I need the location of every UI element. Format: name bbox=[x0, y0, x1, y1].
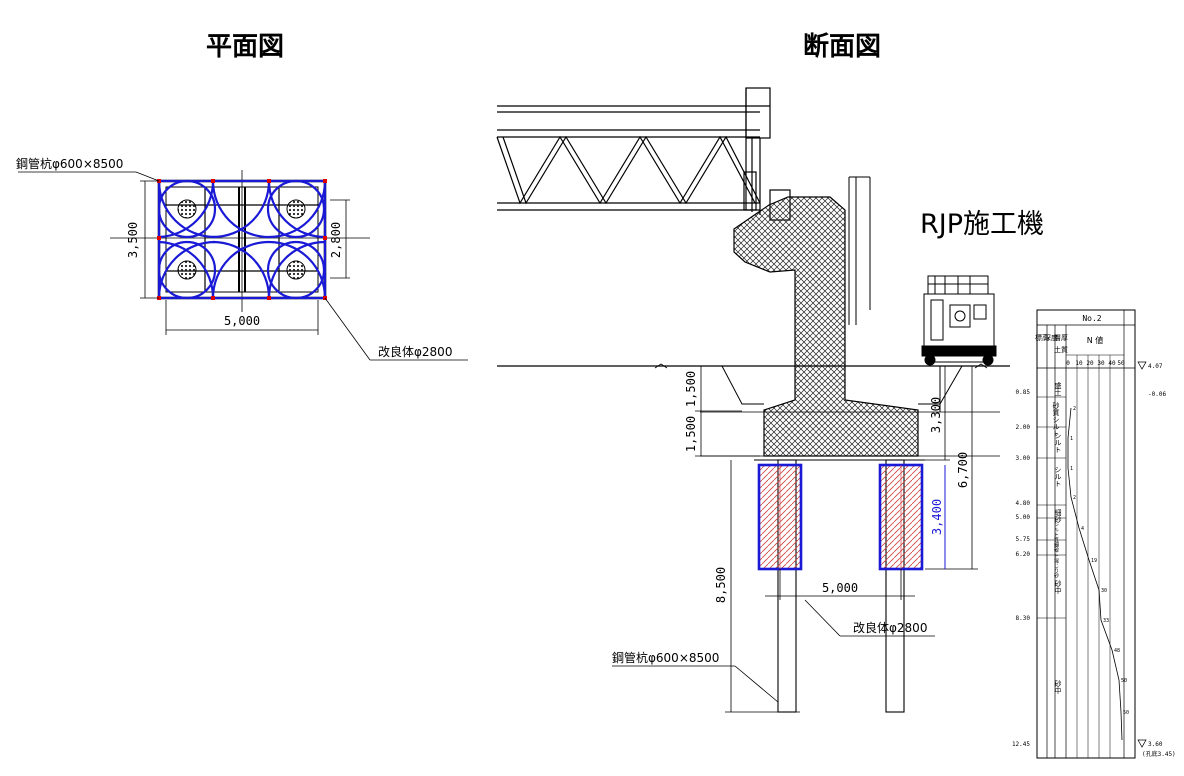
rjp-machine-label: RJP施工機 bbox=[920, 209, 1044, 240]
col-thickness: 層厚 bbox=[1054, 334, 1068, 342]
plan-steel-piles bbox=[177, 199, 306, 280]
col-nvalue: N 値 bbox=[1087, 335, 1104, 345]
svg-text:20: 20 bbox=[1086, 360, 1094, 367]
plan-height-inner-dim: 2,800 bbox=[329, 222, 343, 258]
plan-title: 平面図 bbox=[206, 32, 284, 62]
svg-text:砂中: 砂中 bbox=[1054, 679, 1062, 695]
water-level-side: -0.06 bbox=[1148, 391, 1166, 398]
svg-text:5.75: 5.75 bbox=[1016, 536, 1031, 543]
svg-text:盛土: 盛土 bbox=[1054, 381, 1062, 396]
svg-text:50: 50 bbox=[1123, 710, 1129, 716]
svg-text:30: 30 bbox=[1097, 360, 1105, 367]
bottom-level: 3.60 bbox=[1148, 741, 1163, 748]
svg-text:12.45: 12.45 bbox=[1012, 741, 1030, 748]
col-depth: 深度 bbox=[1044, 333, 1058, 342]
dim-mid-1500: 1,500 bbox=[684, 416, 698, 452]
dim-total-6700: 6,700 bbox=[956, 452, 970, 488]
section-improved-label: 改良体φ2800 bbox=[853, 620, 927, 635]
dim-ground-3300: 3,300 bbox=[929, 397, 943, 433]
col-soil: 土質 bbox=[1054, 345, 1068, 354]
svg-text:砂質シルト: 砂質シルト bbox=[1052, 401, 1060, 437]
svg-text:細砂: 細砂 bbox=[1054, 508, 1062, 524]
n-value-labels: 2 1 1 2 4 19 30 33 48 50 50 bbox=[1070, 406, 1129, 716]
svg-text:10: 10 bbox=[1075, 360, 1083, 367]
svg-text:2: 2 bbox=[1073, 406, 1076, 412]
back-wall bbox=[848, 176, 871, 325]
svg-text:1: 1 bbox=[1070, 466, 1073, 472]
depth-values: 0.85 2.00 3.00 4.80 5.00 5.75 6.20 8.30 … bbox=[1012, 389, 1030, 748]
rjp-machine bbox=[921, 275, 997, 412]
svg-text:8.30: 8.30 bbox=[1016, 615, 1031, 622]
svg-text:2.00: 2.00 bbox=[1016, 424, 1031, 431]
n-scale: 0 10 20 30 40 50 bbox=[1066, 360, 1125, 367]
dim-improved-3400: 3,400 bbox=[930, 499, 944, 535]
svg-text:50: 50 bbox=[1117, 360, 1125, 367]
plan-view: 5,000 3,500 2,800 鋼管杭φ600×8500 改良体φ2800 bbox=[16, 156, 468, 361]
svg-text:0.85: 0.85 bbox=[1016, 389, 1031, 396]
dim-top-1500: 1,500 bbox=[684, 371, 698, 407]
boring-log: No.2 標高 深度 層厚 土質 N 値 0 10 20 30 40 50 0.… bbox=[1012, 309, 1176, 759]
svg-text:48: 48 bbox=[1114, 648, 1120, 654]
svg-text:19: 19 bbox=[1091, 558, 1097, 564]
bottom-note: (孔底3.45) bbox=[1142, 750, 1176, 758]
svg-text:0: 0 bbox=[1066, 360, 1070, 367]
svg-text:5.00: 5.00 bbox=[1016, 514, 1031, 521]
svg-text:砂中: 砂中 bbox=[1054, 579, 1062, 595]
water-level-top: 4.07 bbox=[1148, 363, 1163, 370]
section-view: 1,500 1,500 8,500 3,300 6,700 3,400 5,00… bbox=[496, 87, 1010, 713]
plan-improved-label: 改良体φ2800 bbox=[378, 344, 452, 359]
plan-pile-label: 鋼管杭φ600×8500 bbox=[16, 156, 123, 171]
svg-text:4: 4 bbox=[1081, 526, 1084, 532]
svg-text:30: 30 bbox=[1101, 588, 1107, 594]
svg-text:3.00: 3.00 bbox=[1016, 455, 1031, 462]
svg-text:33: 33 bbox=[1103, 618, 1109, 624]
section-pile-label: 鋼管杭φ600×8500 bbox=[612, 650, 719, 665]
abutment bbox=[733, 196, 919, 457]
svg-text:シルト: シルト bbox=[1054, 432, 1062, 453]
bridge-truss bbox=[496, 87, 791, 221]
svg-text:50: 50 bbox=[1121, 678, 1127, 684]
svg-text:シルト質細砂: シルト質細砂 bbox=[1053, 522, 1059, 553]
dim-pile-8500: 8,500 bbox=[714, 567, 728, 603]
svg-text:シルト: シルト bbox=[1054, 466, 1062, 487]
col-elevation: 標高 bbox=[1035, 333, 1049, 342]
svg-text:4.80: 4.80 bbox=[1016, 500, 1031, 507]
dim-spacing-5000: 5,000 bbox=[822, 581, 858, 595]
plan-height-outer-dim: 3,500 bbox=[126, 222, 140, 258]
svg-text:6.20: 6.20 bbox=[1016, 551, 1031, 558]
boring-no: No.2 bbox=[1082, 314, 1101, 323]
soil-layers: 盛土 砂質シルト シルト シルト 細砂 シルト質細砂 シルト混じり砂 砂中 砂中 bbox=[1052, 381, 1062, 695]
svg-text:1: 1 bbox=[1070, 436, 1073, 442]
plan-width-dim: 5,000 bbox=[224, 314, 260, 328]
section-title: 断面図 bbox=[803, 31, 881, 62]
n-value-curve bbox=[1067, 407, 1123, 741]
svg-text:シルト混じり砂: シルト混じり砂 bbox=[1053, 543, 1059, 579]
svg-text:40: 40 bbox=[1108, 360, 1116, 367]
svg-text:2: 2 bbox=[1073, 495, 1076, 501]
